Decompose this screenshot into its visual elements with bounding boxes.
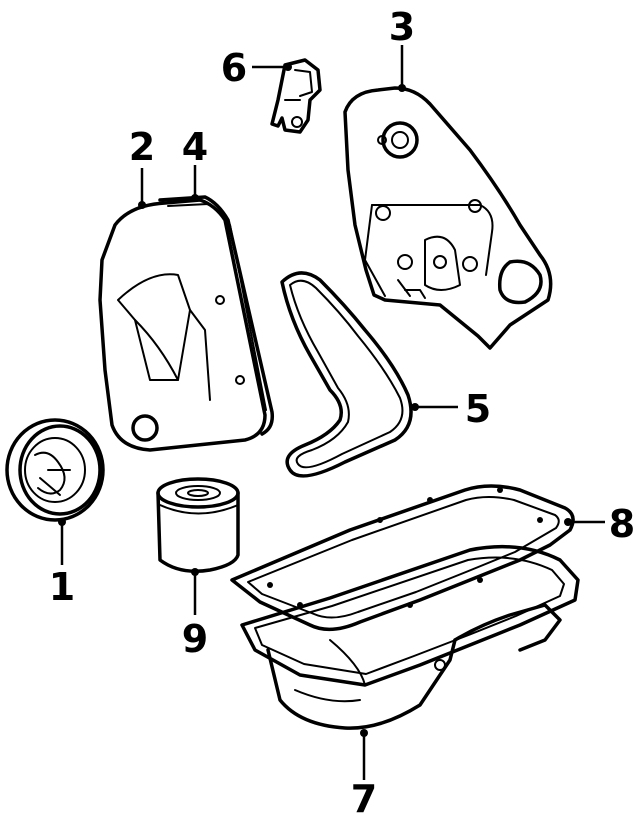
part-1-crank-pulley	[5, 418, 105, 522]
part-6-tensioner	[270, 58, 322, 134]
callout-1: 1	[49, 565, 75, 609]
part-5-timing-belt	[280, 271, 413, 478]
callout-4: 4	[182, 125, 208, 169]
callout-2: 2	[129, 125, 155, 169]
callout-6: 6	[221, 46, 247, 90]
callout-8: 8	[609, 502, 635, 546]
callout-labels: 1 2 3 4 5 6 7 8 9	[49, 5, 635, 819]
callout-5: 5	[465, 387, 491, 431]
callout-9: 9	[182, 617, 208, 661]
part-9-oil-filter	[156, 477, 240, 573]
part-7-oil-pan	[240, 544, 580, 730]
part-8-oil-pan-gasket	[230, 484, 575, 632]
part-3-rear-timing-cover	[343, 86, 553, 350]
callout-3: 3	[389, 5, 415, 49]
callout-7: 7	[351, 777, 377, 819]
part-2-front-timing-cover	[98, 198, 267, 452]
leader-lines	[58, 45, 605, 780]
part-4-cover-gasket	[158, 195, 275, 436]
